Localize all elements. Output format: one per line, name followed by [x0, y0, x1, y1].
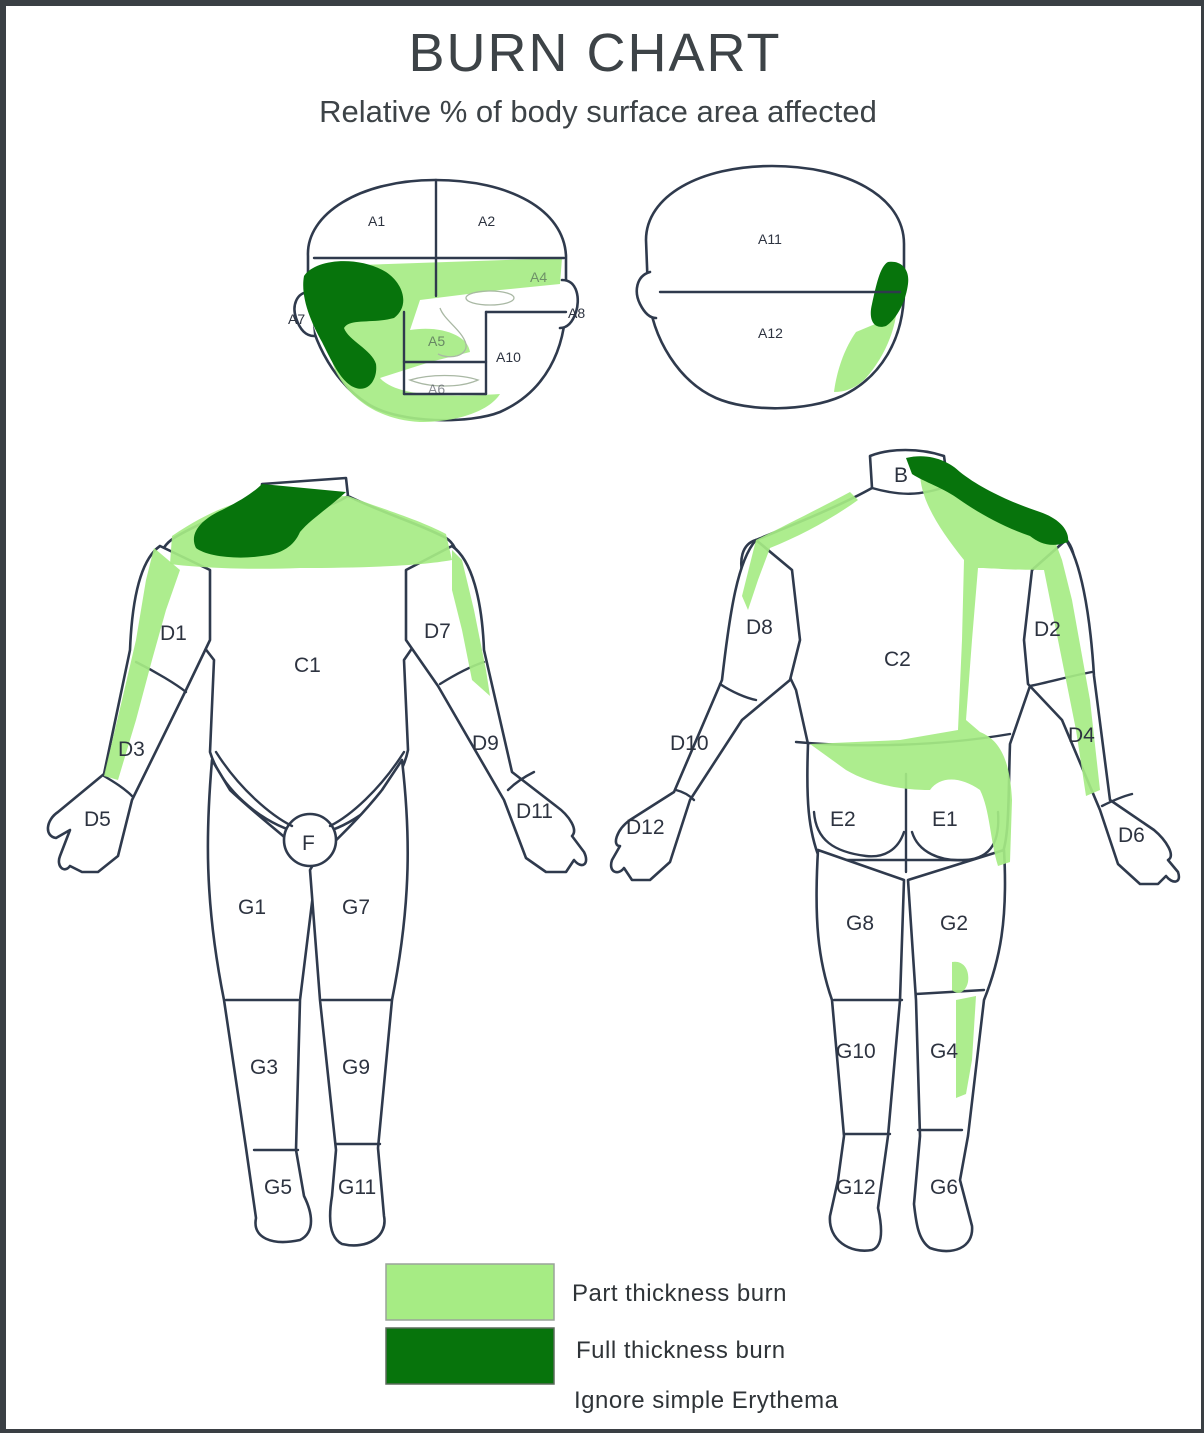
label-g1: G1	[238, 896, 266, 919]
label-d7: D7	[424, 620, 451, 643]
label-c1: C1	[294, 654, 321, 677]
legend-part-label: Part thickness burn	[572, 1280, 787, 1308]
label-g12: G12	[836, 1176, 876, 1199]
legend-full-label: Full thickness burn	[576, 1337, 786, 1365]
label-d2: D2	[1034, 618, 1061, 641]
body-front	[48, 478, 586, 1245]
body-back	[611, 450, 1179, 1251]
label-a11: A11	[758, 231, 782, 247]
legend-note: Ignore simple Erythema	[574, 1387, 838, 1415]
label-g3: G3	[250, 1056, 278, 1079]
label-a1: A1	[368, 213, 385, 229]
legend	[386, 1264, 554, 1384]
label-d5: D5	[84, 808, 111, 831]
label-g4: G4	[930, 1040, 958, 1063]
label-d3: D3	[118, 738, 145, 761]
label-g10: G10	[836, 1040, 876, 1063]
label-a2: A2	[478, 213, 495, 229]
label-a10: A10	[496, 349, 521, 365]
label-a4: A4	[530, 269, 547, 285]
label-g5: G5	[264, 1176, 292, 1199]
label-e1: E1	[932, 808, 958, 831]
label-d12: D12	[626, 816, 665, 839]
legend-part-swatch	[386, 1264, 554, 1320]
label-e2: E2	[830, 808, 856, 831]
legend-full-swatch	[386, 1328, 554, 1384]
label-a5: A5	[428, 333, 445, 349]
label-d4: D4	[1068, 724, 1095, 747]
label-d6: D6	[1118, 824, 1145, 847]
front-right-arm	[406, 546, 586, 872]
label-d9: D9	[472, 732, 499, 755]
label-g2: G2	[940, 912, 968, 935]
label-b: B	[894, 464, 908, 487]
label-d11: D11	[516, 800, 553, 823]
label-a6: A6	[428, 381, 445, 397]
head-back: A11 A12	[637, 166, 908, 408]
label-g7: G7	[342, 896, 370, 919]
label-d10: D10	[670, 732, 709, 755]
back-right-arm	[1024, 540, 1179, 884]
label-f: F	[302, 832, 315, 855]
head-front: A1 A2 A4 A5 A6 A7 A8 A10	[288, 180, 585, 422]
label-a7: A7	[288, 311, 305, 327]
label-g11: G11	[338, 1176, 376, 1199]
label-a8: A8	[568, 305, 585, 321]
label-c2: C2	[884, 648, 911, 671]
label-g9: G9	[342, 1056, 370, 1079]
label-d1: D1	[160, 622, 187, 645]
label-d8: D8	[746, 616, 773, 639]
label-g6: G6	[930, 1176, 958, 1199]
label-g8: G8	[846, 912, 874, 935]
label-a12: A12	[758, 325, 783, 341]
